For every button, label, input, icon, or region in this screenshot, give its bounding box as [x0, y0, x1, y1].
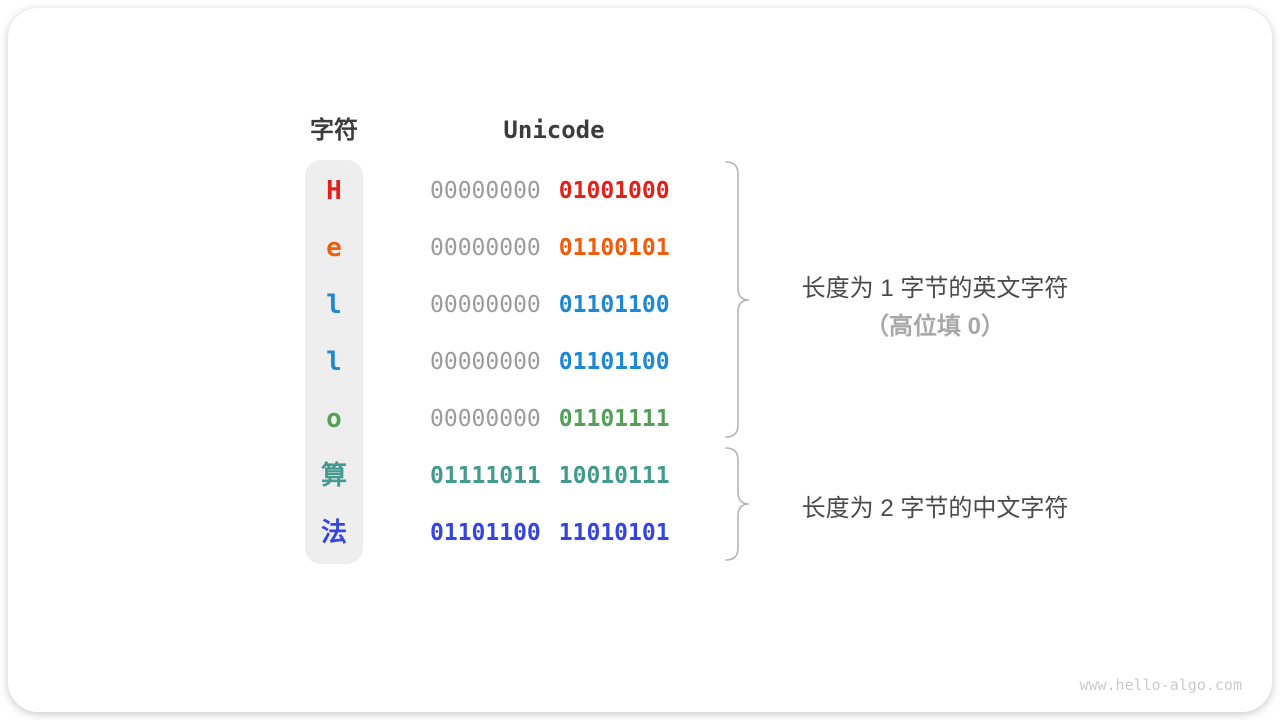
unicode-bits: 00000000 01101100: [430, 345, 670, 379]
low-byte: 01100101: [558, 235, 670, 261]
char-cell: 法: [320, 518, 347, 548]
unicode-bits: 00000000 01001000: [430, 174, 670, 208]
group-braces: [725, 161, 750, 561]
annotation-line1: 长度为 2 字节的中文字符: [801, 495, 1069, 522]
brace-icon-group1: [725, 161, 750, 438]
unicode-bits: 00000000 01101111: [430, 402, 670, 436]
low-byte: 11010101: [558, 520, 670, 546]
annotation-chinese-chars: 长度为 2 字节的中文字符: [740, 494, 1130, 524]
char-column-background: [305, 160, 363, 564]
high-byte: 00000000: [430, 349, 541, 375]
annotation-line2: （高位填 0）: [864, 313, 1005, 340]
brace-icon-group2: [725, 447, 750, 561]
site-watermark: www.hello-algo.com: [1079, 676, 1242, 694]
table-row: 法 01101100 11010101: [8, 516, 1272, 550]
unicode-bits: 01111011 10010111: [430, 459, 670, 493]
char-cell: l: [326, 347, 342, 377]
figure-card: 字符 Unicode H 00000000 01001000 e 00000000…: [8, 8, 1272, 712]
high-byte: 00000000: [430, 406, 541, 432]
low-byte: 01101100: [558, 292, 670, 318]
unicode-bits: 01101100 11010101: [430, 516, 670, 550]
annotation-english-chars: 长度为 1 字节的英文字符 （高位填 0）: [740, 274, 1130, 342]
table-row: 算 01111011 10010111: [8, 459, 1272, 493]
char-cell: 算: [320, 461, 347, 491]
column-header-char: 字符: [310, 117, 358, 144]
unicode-bits: 00000000 01100101: [430, 231, 670, 265]
high-byte: 00000000: [430, 235, 541, 261]
high-byte: 01111011: [430, 463, 541, 489]
table-row: H 00000000 01001000: [8, 174, 1272, 208]
table-row: l 00000000 01101100: [8, 345, 1272, 379]
high-byte: 01101100: [430, 520, 541, 546]
table-row: l 00000000 01101100: [8, 288, 1272, 322]
char-cell: l: [326, 290, 342, 320]
high-byte: 00000000: [430, 178, 541, 204]
low-byte: 01101111: [558, 406, 670, 432]
annotation-line1: 长度为 1 字节的英文字符: [801, 275, 1069, 302]
char-cell: o: [326, 404, 342, 434]
column-header-unicode: Unicode: [503, 116, 605, 144]
high-byte: 00000000: [430, 292, 541, 318]
char-cell: H: [326, 176, 342, 206]
char-cell: e: [326, 233, 342, 263]
low-byte: 10010111: [558, 463, 670, 489]
low-byte: 01101100: [558, 349, 670, 375]
table-row: o 00000000 01101111: [8, 402, 1272, 436]
table-row: e 00000000 01100101: [8, 231, 1272, 265]
low-byte: 01001000: [558, 178, 670, 204]
unicode-bits: 00000000 01101100: [430, 288, 670, 322]
